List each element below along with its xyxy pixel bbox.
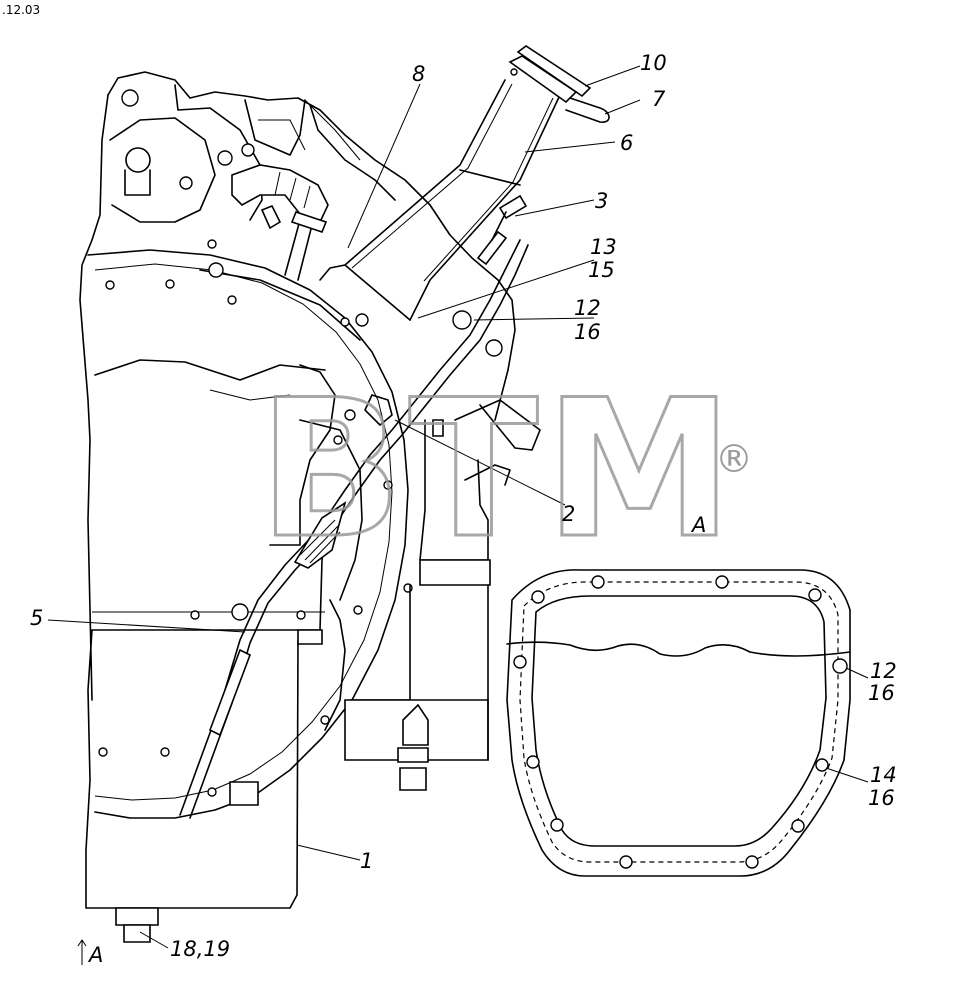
callout-7: 7 — [652, 87, 666, 111]
engine-block — [79, 71, 516, 701]
callout-view-a-12: 12 — [870, 659, 897, 683]
oil-pan — [85, 544, 326, 943]
view-a-gasket — [506, 569, 851, 877]
callout-1: 1 — [360, 849, 373, 873]
oil-filter — [333, 310, 541, 791]
watermark-registered-mark: ® — [715, 437, 753, 481]
callout-5: 5 — [30, 606, 43, 630]
callout-15: 15 — [588, 258, 615, 282]
document-code: .12.03 — [2, 3, 41, 17]
callout-13: 13 — [590, 235, 617, 259]
oil-filler-pipe — [319, 45, 610, 321]
callouts: 10 7 6 3 8 13 15 12 16 2 5 1 18,19 12 16… — [30, 51, 897, 967]
callout-2: 2 — [562, 502, 575, 526]
dipstick-tube — [179, 194, 529, 819]
watermark-text: BTM — [258, 359, 740, 580]
callout-8: 8 — [412, 62, 425, 86]
view-a-arrow-label: A — [87, 943, 103, 967]
callout-3: 3 — [595, 189, 608, 213]
callout-14-16: 16 — [868, 786, 895, 810]
callout-12: 12 — [574, 296, 601, 320]
callout-6: 6 — [620, 131, 633, 155]
callout-14: 14 — [870, 763, 897, 787]
watermark: BTM ® — [257, 358, 754, 582]
view-a-title: A — [690, 513, 706, 537]
callout-10: 10 — [640, 51, 667, 75]
callout-18-19: 18,19 — [170, 937, 230, 961]
leader-lines — [47, 65, 869, 965]
callout-view-a-16: 16 — [868, 681, 895, 705]
callout-16: 16 — [574, 320, 601, 344]
breather-hose — [231, 164, 329, 281]
flywheel-housing — [87, 89, 413, 819]
